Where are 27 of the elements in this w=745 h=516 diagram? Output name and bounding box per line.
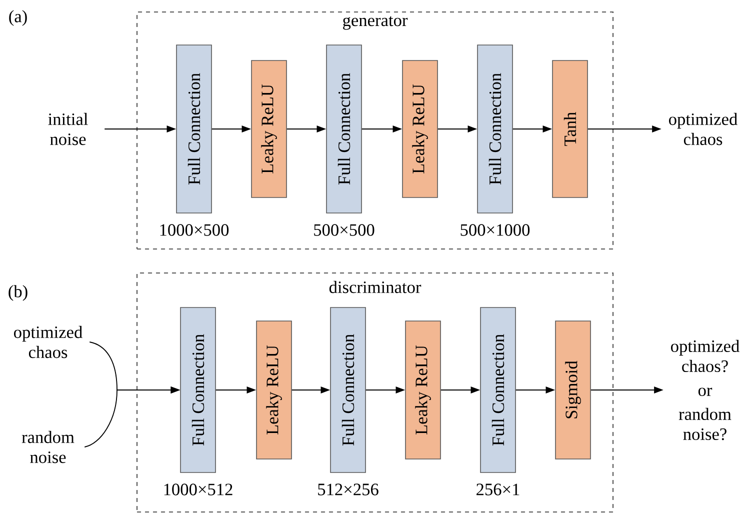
layer-box: Full Connection <box>477 44 513 214</box>
dimension-label: 500×1000 <box>460 224 530 236</box>
panel-label: (b) <box>8 285 28 301</box>
activation-box: Leaky ReLU <box>402 60 438 198</box>
dimension-label: 512×256 <box>318 484 378 496</box>
layer-box: Full Connection <box>180 307 216 473</box>
dimension-label: 1000×512 <box>164 484 232 496</box>
dimension-label: 500×500 <box>314 224 374 236</box>
frame-title: generator <box>343 16 408 30</box>
layer-box: Full Connection <box>176 44 212 214</box>
text-label: random noise <box>22 430 74 464</box>
activation-box: Leaky ReLU <box>256 320 292 460</box>
activation-box: Leaky ReLU <box>251 60 287 198</box>
text-label: optimized chaos? or random noise? <box>671 340 740 440</box>
dimension-label: 1000×500 <box>160 224 229 236</box>
layer-box: Full Connection <box>480 307 516 473</box>
panel-label: (a) <box>9 10 27 26</box>
activation-box: Leaky ReLU <box>405 320 441 460</box>
activation-box: Sigmoid <box>555 320 591 460</box>
activation-box: Tanh <box>552 60 588 198</box>
dimension-label: 256×1 <box>476 484 520 496</box>
text-label: initial noise <box>48 112 88 146</box>
frame-title: discriminator <box>329 280 422 294</box>
text-label: optimized chaos <box>14 326 82 358</box>
layer-box: Full Connection <box>330 307 366 473</box>
text-label: optimized chaos <box>669 112 738 146</box>
layer-box: Full Connection <box>326 44 362 214</box>
